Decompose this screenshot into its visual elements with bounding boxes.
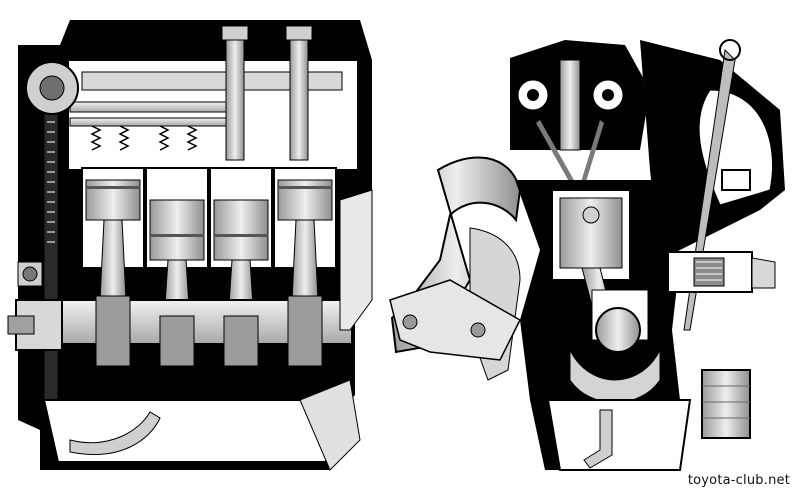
crank-journal	[595, 307, 641, 353]
pistons	[85, 179, 333, 261]
valve-springs	[90, 125, 198, 151]
thermostat-housing	[667, 251, 776, 293]
timing-chain	[43, 109, 59, 411]
oil-pan-end	[546, 399, 692, 471]
mounting-bracket	[389, 279, 521, 361]
intake-valve	[536, 120, 575, 185]
spark-plug-tube-2	[289, 29, 309, 161]
camshaft-intake	[69, 101, 241, 113]
spark-plug	[559, 59, 581, 151]
oil-pickup	[69, 411, 161, 455]
site-watermark: toyota-club.net	[683, 472, 794, 489]
camshaft-exhaust	[69, 117, 241, 127]
oil-filter	[701, 369, 751, 439]
exhaust-valve	[581, 120, 604, 185]
spark-plug-tube-1	[225, 29, 245, 161]
engine-end-section	[389, 39, 785, 471]
engine-side-section	[7, 20, 373, 471]
